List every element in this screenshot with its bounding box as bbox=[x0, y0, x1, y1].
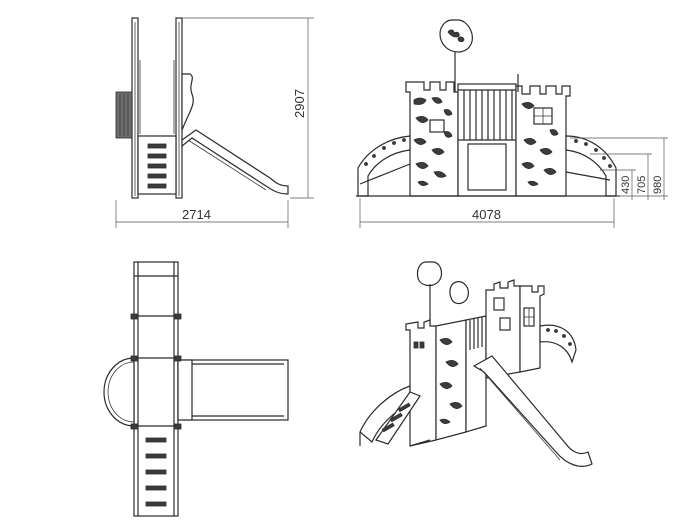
front-fence-bars bbox=[463, 90, 513, 140]
front-arch-left-holes bbox=[364, 138, 406, 166]
dim-label-2907: 2907 bbox=[292, 89, 307, 118]
top-deck-outline bbox=[133, 261, 179, 517]
iso-ladder-rungs bbox=[381, 402, 411, 433]
side-ladder-rungs bbox=[147, 143, 167, 189]
dim-label-705: 705 bbox=[636, 176, 648, 194]
front-view: 4078 430 705 980 bbox=[356, 19, 668, 228]
top-bolts bbox=[130, 313, 182, 430]
iso-tower-left-front bbox=[435, 319, 467, 441]
iso-stones bbox=[439, 338, 463, 424]
dim-label-2714: 2714 bbox=[182, 207, 211, 222]
dim-label-4078: 4078 bbox=[472, 207, 501, 222]
iso-tower-left-side bbox=[405, 319, 437, 447]
front-tower-right bbox=[515, 85, 571, 197]
front-arch-right-holes bbox=[574, 139, 612, 168]
front-stones-right bbox=[521, 102, 559, 186]
top-view bbox=[103, 261, 289, 517]
side-view: 2714 2907 bbox=[115, 17, 314, 228]
top-ladder-rungs bbox=[145, 437, 167, 507]
iso-fence-bars bbox=[469, 317, 483, 350]
dim-label-430: 430 bbox=[620, 176, 632, 194]
front-tower-left bbox=[405, 81, 459, 197]
top-arch bbox=[103, 357, 135, 427]
front-arch-left bbox=[357, 135, 411, 197]
dim-label-980: 980 bbox=[652, 176, 664, 194]
iso-arch-right bbox=[539, 324, 577, 365]
front-opening bbox=[467, 143, 507, 191]
front-window-left bbox=[429, 119, 445, 133]
iso-tree-sign bbox=[416, 261, 443, 287]
front-stones-left bbox=[413, 97, 453, 186]
iso-slide bbox=[472, 355, 593, 467]
side-slide bbox=[181, 129, 289, 195]
top-slide bbox=[177, 359, 289, 421]
iso-view bbox=[359, 261, 593, 467]
side-slide-hood bbox=[181, 73, 194, 131]
